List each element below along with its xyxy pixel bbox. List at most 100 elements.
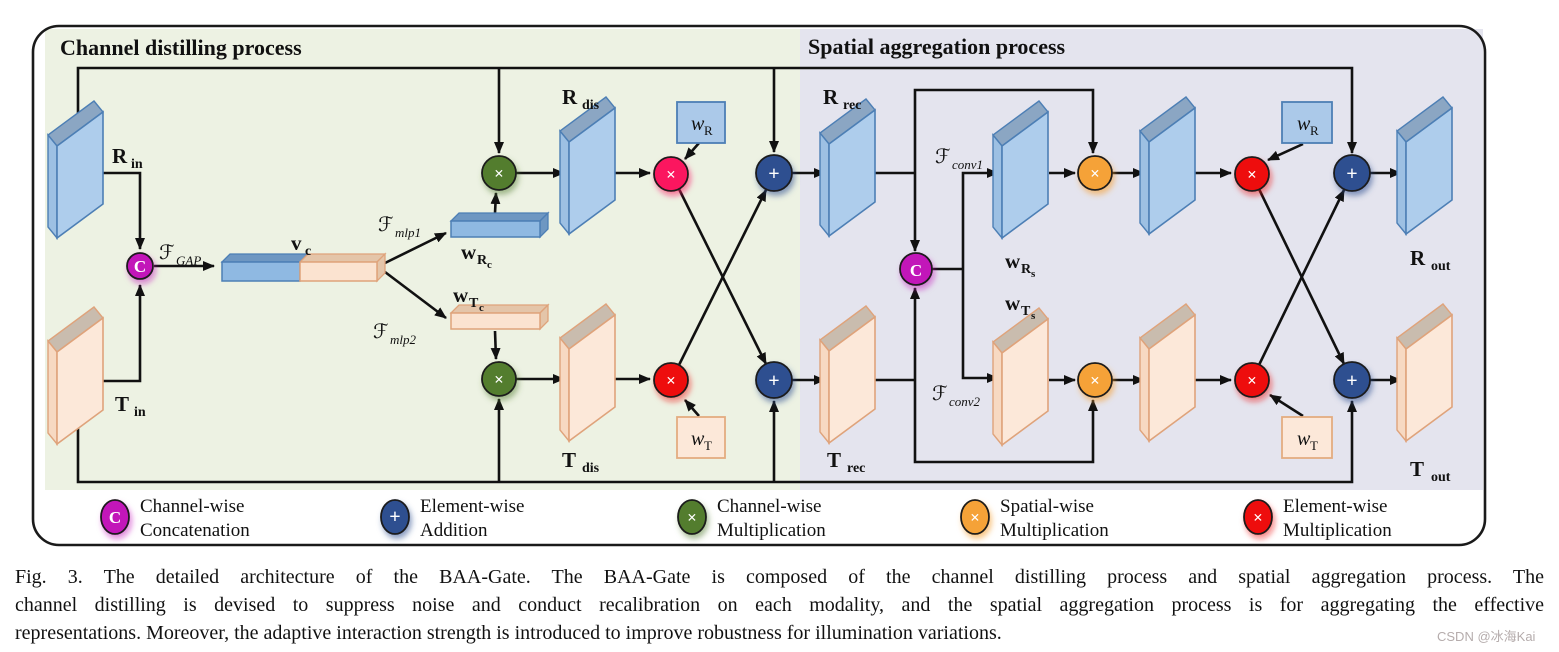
r-rec-label: R: [823, 85, 839, 109]
add-legend-icon: [380, 499, 410, 535]
w-t-box-spatial: [1281, 416, 1333, 459]
weight-box-labels: w R w T w R w T: [691, 113, 1319, 453]
w-r-box-label: w: [691, 113, 705, 135]
csdn-watermark: CSDN @冰海Kai: [1437, 629, 1536, 644]
svg-text:+: +: [389, 506, 400, 528]
multiply-symbol: ×: [494, 370, 504, 389]
w-tc-bar: [449, 303, 550, 331]
w-rc-label: w: [461, 240, 477, 264]
svg-text:T: T: [1310, 438, 1318, 453]
svg-text:×: ×: [687, 508, 697, 527]
legend-item-channel-mul: × Channel-wise Multiplication: [677, 496, 826, 541]
svg-text:Channel-wise: Channel-wise: [717, 496, 821, 517]
legend-item-concat: C Channel-wise Concatenation: [100, 496, 250, 541]
add-symbol: +: [1346, 163, 1357, 185]
element-mul-legend-icon: [1243, 499, 1273, 535]
svg-text:Channel-wise: Channel-wise: [140, 496, 244, 517]
f-gap-label: ℱ: [159, 240, 175, 264]
f-mlp1-label: ℱ: [378, 212, 394, 236]
svg-text:×: ×: [970, 508, 980, 527]
svg-text:conv2: conv2: [949, 394, 981, 409]
t-out-label: T: [1410, 457, 1424, 481]
svg-text:T: T: [469, 296, 479, 311]
r-out-label: R: [1410, 246, 1426, 270]
svg-text:×: ×: [1253, 508, 1263, 527]
spatial-mul-legend-icon: [960, 499, 990, 535]
svg-text:R: R: [1021, 262, 1032, 277]
illumination-weight-boxes: [676, 101, 1333, 459]
svg-text:rec: rec: [847, 461, 865, 476]
svg-text:conv1: conv1: [952, 157, 983, 172]
svg-text:Element-wise: Element-wise: [420, 496, 524, 517]
spatial-section-title: Spatial aggregation process: [808, 34, 1066, 59]
add-symbol: +: [768, 370, 779, 392]
t-dis-label: T: [562, 448, 576, 472]
svg-text:s: s: [1031, 268, 1036, 280]
multiply-symbol: ×: [1247, 165, 1257, 184]
svg-text:Multiplication: Multiplication: [1000, 520, 1109, 541]
svg-text:Spatial-wise: Spatial-wise: [1000, 496, 1094, 517]
svg-text:dis: dis: [582, 461, 600, 476]
caption-line: Fig. 3. The detailed architecture of the…: [15, 566, 1544, 588]
svg-text:in: in: [134, 405, 146, 420]
add-node-r-spatial: [1333, 154, 1371, 192]
svg-text:Multiplication: Multiplication: [717, 520, 826, 541]
f-conv2-label: ℱ: [932, 381, 948, 405]
concat-legend-icon: [100, 499, 130, 535]
operation-nodes: C × × × × + + C × × × × + +: [126, 154, 1371, 399]
svg-text:c: c: [479, 302, 484, 314]
channel-mul-node-top: [481, 155, 517, 191]
tensor-labels: R in T in v c R dis T dis R rec T rec R …: [112, 85, 1451, 485]
f-mlp2-label: ℱ: [373, 319, 389, 343]
figure-caption: Fig. 3. The detailed architecture of the…: [15, 563, 1544, 647]
channel-region-background: [45, 29, 800, 490]
w-r-box-channel: [676, 101, 726, 144]
element-mul-node-r-channel: [653, 156, 689, 192]
channel-vector-bars: [220, 211, 550, 331]
svg-text:C: C: [109, 508, 121, 527]
spatial-mul-node-bottom: [1077, 362, 1113, 398]
channel-section-title: Channel distilling process: [60, 35, 302, 60]
element-mul-node-t-channel: [653, 362, 689, 398]
element-mul-node-t-spatial: [1234, 362, 1270, 398]
caption-line: channel distilling is devised to suppres…: [15, 594, 1544, 616]
baa-gate-diagram: Channel distilling process Spatial aggre…: [31, 24, 1487, 547]
svg-text:mlp1: mlp1: [395, 225, 421, 240]
svg-text:out: out: [1431, 470, 1451, 485]
svg-text:R: R: [477, 253, 488, 268]
v-c-label: v: [291, 231, 302, 255]
w-ts-label: w: [1005, 291, 1021, 315]
add-node-t-channel: [755, 361, 793, 399]
legend-item-element-mul: × Element-wise Multiplication: [1243, 496, 1392, 541]
add-node-t-spatial: [1333, 361, 1371, 399]
svg-text:s: s: [1031, 310, 1036, 322]
channel-mul-node-bottom: [481, 361, 517, 397]
add-node-r-channel: [755, 154, 793, 192]
svg-text:Concatenation: Concatenation: [140, 520, 250, 541]
spatial-mul-node-top: [1077, 155, 1113, 191]
function-labels: ℱ GAP ℱ mlp1 ℱ mlp2 ℱ conv1 ℱ conv2: [159, 144, 983, 409]
w-rs-label: w: [1005, 249, 1021, 273]
concat-symbol: C: [910, 261, 922, 280]
v-c-bar: [220, 252, 387, 283]
add-symbol: +: [768, 163, 779, 185]
svg-text:GAP: GAP: [176, 253, 201, 268]
multiply-symbol: ×: [666, 371, 676, 390]
svg-text:in: in: [131, 157, 143, 172]
svg-text:R: R: [1310, 123, 1319, 138]
t-in-label: T: [115, 392, 129, 416]
concat-symbol: C: [134, 257, 146, 276]
svg-text:rec: rec: [843, 98, 861, 113]
svg-text:c: c: [487, 259, 492, 271]
r-dis-label: R: [562, 85, 578, 109]
multiply-symbol: ×: [1247, 371, 1257, 390]
multiply-symbol: ×: [666, 165, 676, 184]
svg-text:dis: dis: [582, 98, 600, 113]
svg-text:T: T: [704, 438, 712, 453]
t-rec-label: T: [827, 448, 841, 472]
concat-node-channel: [126, 252, 154, 280]
w-t-box-label: w: [1297, 428, 1311, 450]
svg-text:R: R: [704, 123, 713, 138]
w-t-box-channel: [676, 416, 726, 459]
